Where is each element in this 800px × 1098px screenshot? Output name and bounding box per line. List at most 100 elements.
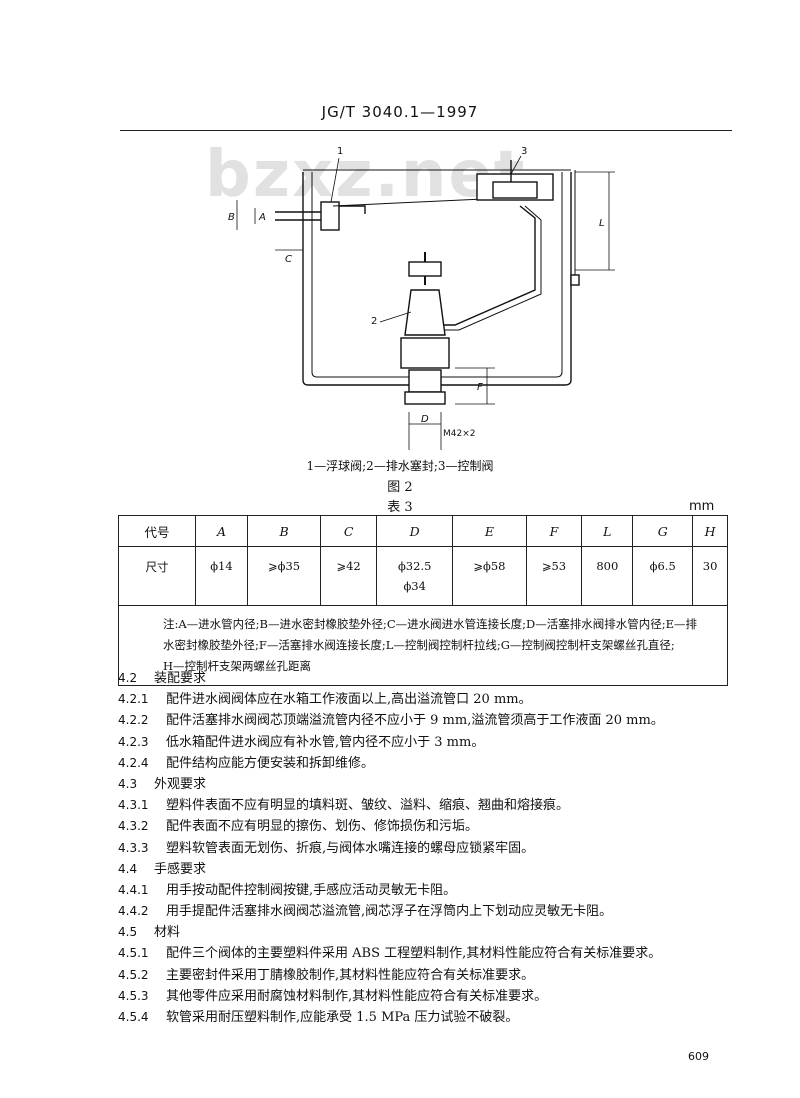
clause-number: 4.3.2 [118,819,149,834]
clause-text: 低水箱配件进水阀应有补水管,管内径不应小于 3 mm。 [166,734,485,750]
section-heading: 4.5 材料 [118,922,738,943]
clause-number: 4.3.3 [118,840,149,855]
clause: 4.5.2 主要密封件采用丁腈橡胶制作,其材料性能应符合有关标准要求。 [118,965,738,986]
flush-valve-float [404,289,446,336]
table-header-row: 代号 A B C D E F L G H [118,515,728,547]
clause: 4.4.1 用手按动配件控制阀按键,手感应活动灵敏无卡阻。 [118,880,738,901]
label-thread: M42×2 [443,429,475,439]
clause-text: 配件三个阀体的主要塑料件采用 ABS 工程塑料制作,其材料性能应符合有关标准要求… [166,946,662,962]
header-cell: B [246,515,322,547]
float-valve-body [320,201,340,231]
value-cell: ⩾42 [320,546,378,606]
value-cell-D: ϕ32.5 ϕ34 [376,546,454,606]
clause-number: 4.5.2 [118,967,149,982]
clause: 4.2.1 配件进水阀阀体应在水箱工作液面以上,高出溢流管口 20 mm。 [118,689,738,710]
table-value-row: 尺寸 ϕ14 ⩾ϕ35 ⩾42 ϕ32.5 ϕ34 ⩾ϕ58 ⩾53 800 ϕ… [118,546,728,606]
clause-text: 塑料软管表面无划伤、折痕,与阀体水嘴连接的螺母应锁紧牢固。 [166,840,535,856]
clause-number: 4.2.1 [118,692,149,707]
table-note: 注:A—进水管内径;B—进水密封橡胶垫外径;C—进水阀进水管连接长度;D—活塞排… [118,605,728,686]
clause: 4.4.2 用手提配件活塞排水阀阀芯溢流管,阀芯浮子在浮筒内上下划动应灵敏无卡阻。 [118,901,738,922]
clause-text: 材料 [154,925,181,941]
value-cell: 尺寸 [118,546,196,606]
clause-number: 4.2 [118,671,138,685]
clause: 4.2.2 配件活塞排水阀阀芯顶端溢流管内径不应小于 9 mm,溢流管须高于工作液… [118,710,738,731]
pull-handle [570,274,580,286]
header-cell: C [320,515,378,547]
note-line: H—控制杆支架两螺丝孔距离 [163,659,312,673]
clause-text: 外观要求 [154,776,207,792]
tank-fitting-diagram: 1 3 2 B A C L F D M42×2 [228,146,615,450]
header-cell: L [581,515,634,547]
label-C: C [285,254,292,265]
label-L: L [599,218,605,229]
dimension-table: 代号 A B C D E F L G H 尺寸 ϕ14 ⩾ϕ35 ⩾42 ϕ32… [118,515,728,686]
clause: 4.5.3 其他零件应采用耐腐蚀材料制作,其材料性能应符合有关标准要求。 [118,986,738,1007]
clause-text: 配件进水阀阀体应在水箱工作液面以上,高出溢流管口 20 mm。 [166,692,532,708]
header-cell: 代号 [118,515,196,547]
figure-legend: 1—浮球阀;2—排水塞封;3—控制阀 [306,459,494,473]
value-cell: 30 [692,546,728,606]
clause-text: 配件结构应能方便安装和拆卸维修。 [166,755,375,771]
label-2: 2 [371,316,377,327]
header-cell: A [195,515,248,547]
clause-number: 4.5.3 [118,988,149,1003]
clause-text: 用手按动配件控制阀按键,手感应活动灵敏无卡阻。 [166,882,457,898]
value-D-first: ϕ32.5 [397,559,432,573]
overflow-cap [408,261,442,277]
table-unit: mm [689,499,715,514]
flush-valve-outlet [404,391,446,405]
label-1: 1 [337,146,343,157]
clause-text: 其他零件应采用耐腐蚀材料制作,其材料性能应符合有关标准要求。 [166,988,548,1004]
leader-2 [379,311,412,323]
page-number: 609 [688,1050,709,1063]
clause-text: 配件活塞排水阀阀芯顶端溢流管内径不应小于 9 mm,溢流管须高于工作液面 20 … [166,713,664,729]
figure-title: 图 2 [387,480,413,495]
leader-1 [330,157,340,203]
section-heading: 4.4 手感要求 [118,859,738,880]
clause-number: 4.4.1 [118,882,149,897]
clause: 4.3.3 塑料软管表面无划伤、折痕,与阀体水嘴连接的螺母应锁紧牢固。 [118,838,738,859]
clause-number: 4.2.3 [118,734,149,749]
value-D-second: ϕ34 [403,579,426,593]
clause-number: 4.5.1 [118,946,149,961]
page-header-standard-number: JG/T 3040.1—1997 [321,103,479,121]
clause-number: 4.2.2 [118,713,149,728]
value-cell: ϕ6.5 [632,546,694,606]
clause-number: 4.4 [118,861,138,876]
clause: 4.3.2 配件表面不应有明显的擦伤、划伤、修饰损伤和污垢。 [118,816,738,837]
label-3: 3 [521,146,527,157]
value-cell: ϕ14 [195,546,248,606]
value-cell: ⩾ϕ58 [452,546,527,606]
clause-text: 塑料件表面不应有明显的填料斑、皱纹、溢料、缩痕、翘曲和熔接痕。 [166,798,570,814]
label-A: A [258,212,266,223]
clause-number: 4.5 [118,925,138,940]
flush-valve-nut [408,369,442,393]
float-arm [339,205,366,214]
section-heading: 4.3 外观要求 [118,774,738,795]
label-B: B [228,212,235,223]
control-cable-outer [420,205,542,331]
header-cell: G [632,515,694,547]
header-cell: D [376,515,454,547]
clause-number: 4.3 [118,776,138,791]
clause-number: 4.4.2 [118,904,149,919]
value-cell: ⩾ϕ35 [246,546,322,606]
clause-text: 用手提配件活塞排水阀阀芯溢流管,阀芯浮子在浮筒内上下划动应灵敏无卡阻。 [166,904,613,920]
clause-text: 配件表面不应有明显的擦伤、划伤、修饰损伤和污垢。 [166,819,479,835]
header-cell: H [692,515,728,547]
clause: 4.2.4 配件结构应能方便安装和拆卸维修。 [118,753,738,774]
clause-text: 手感要求 [154,861,207,877]
flush-valve-seat [400,337,450,369]
table-note-row: 注:A—进水管内径;B—进水密封橡胶垫外径;C—进水阀进水管连接长度;D—活塞排… [118,605,728,686]
clause-number: 4.2.4 [118,755,149,770]
header-rule [120,130,732,131]
table-title: 表 3 [387,500,413,515]
note-line: 水密封橡胶垫外径;F—活塞排水阀连接长度;L—控制阀控制杆拉线;G—控制阀控制杆… [163,638,675,652]
clause-text: 主要密封件采用丁腈橡胶制作,其材料性能应符合有关标准要求。 [166,967,535,983]
clause: 4.5.1 配件三个阀体的主要塑料件采用 ABS 工程塑料制作,其材料性能应符合有… [118,943,738,964]
control-valve-button [492,181,538,199]
